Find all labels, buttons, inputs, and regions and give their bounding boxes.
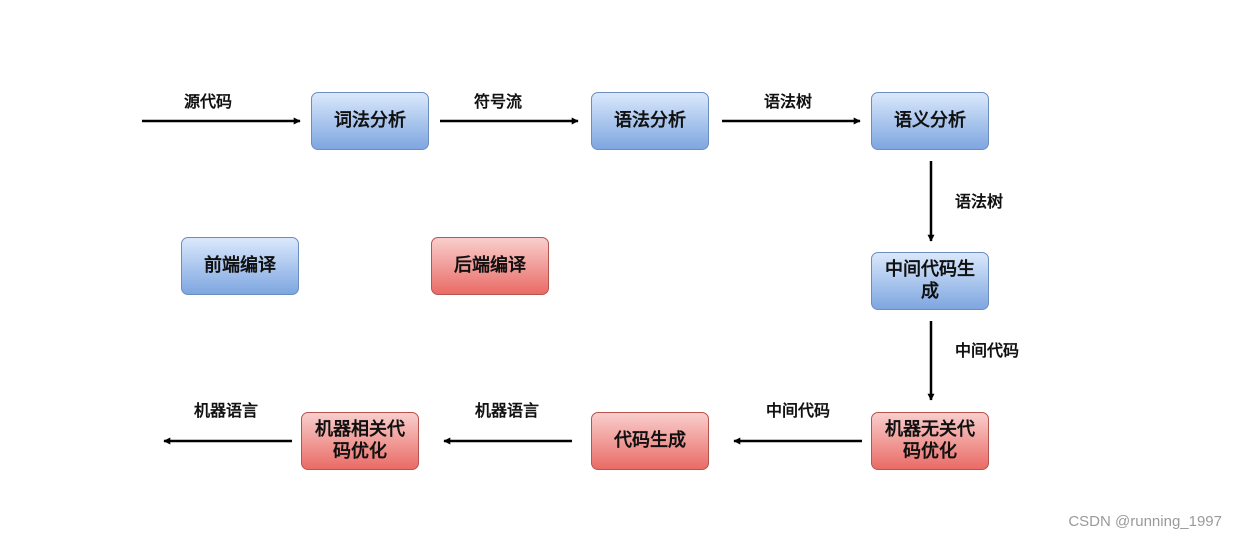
edge-label-intermediate-code-2: 中间代码 bbox=[766, 401, 831, 420]
watermark: CSDN @running_1997 bbox=[1068, 513, 1222, 530]
node-label: 语法分析 bbox=[614, 110, 686, 131]
node-lexical-analysis: 词法分析 bbox=[311, 92, 429, 150]
edge-label-machine-language-1: 机器语言 bbox=[475, 401, 540, 420]
node-label: 中间代码生成 bbox=[885, 259, 975, 302]
node-label: 代码生成 bbox=[614, 430, 686, 451]
node-label: 语义分析 bbox=[894, 110, 966, 131]
node-label: 机器无关代码优化 bbox=[885, 419, 975, 462]
edge-label-syntax-tree-1: 语法树 bbox=[764, 92, 813, 111]
edge-label-machine-language-2: 机器语言 bbox=[194, 401, 259, 420]
node-machine-dependent-optimization: 机器相关代码优化 bbox=[301, 412, 419, 470]
legend-frontend-compile: 前端编译 bbox=[181, 237, 299, 295]
legend-backend-compile: 后端编译 bbox=[431, 237, 549, 295]
node-code-generation: 代码生成 bbox=[591, 412, 709, 470]
legend-label: 前端编译 bbox=[204, 255, 276, 276]
node-label: 机器相关代码优化 bbox=[315, 419, 405, 462]
node-semantic-analysis: 语义分析 bbox=[871, 92, 989, 150]
node-ir-generation: 中间代码生成 bbox=[871, 252, 989, 310]
node-syntax-analysis: 语法分析 bbox=[591, 92, 709, 150]
node-label: 词法分析 bbox=[334, 110, 406, 131]
legend-label: 后端编译 bbox=[454, 255, 526, 276]
edge-label-token-stream: 符号流 bbox=[474, 92, 523, 111]
edge-label-syntax-tree-2: 语法树 bbox=[955, 192, 1004, 211]
edge-label-intermediate-code-1: 中间代码 bbox=[955, 341, 1020, 360]
node-machine-independent-optimization: 机器无关代码优化 bbox=[871, 412, 989, 470]
edge-label-source-code: 源代码 bbox=[184, 92, 233, 111]
